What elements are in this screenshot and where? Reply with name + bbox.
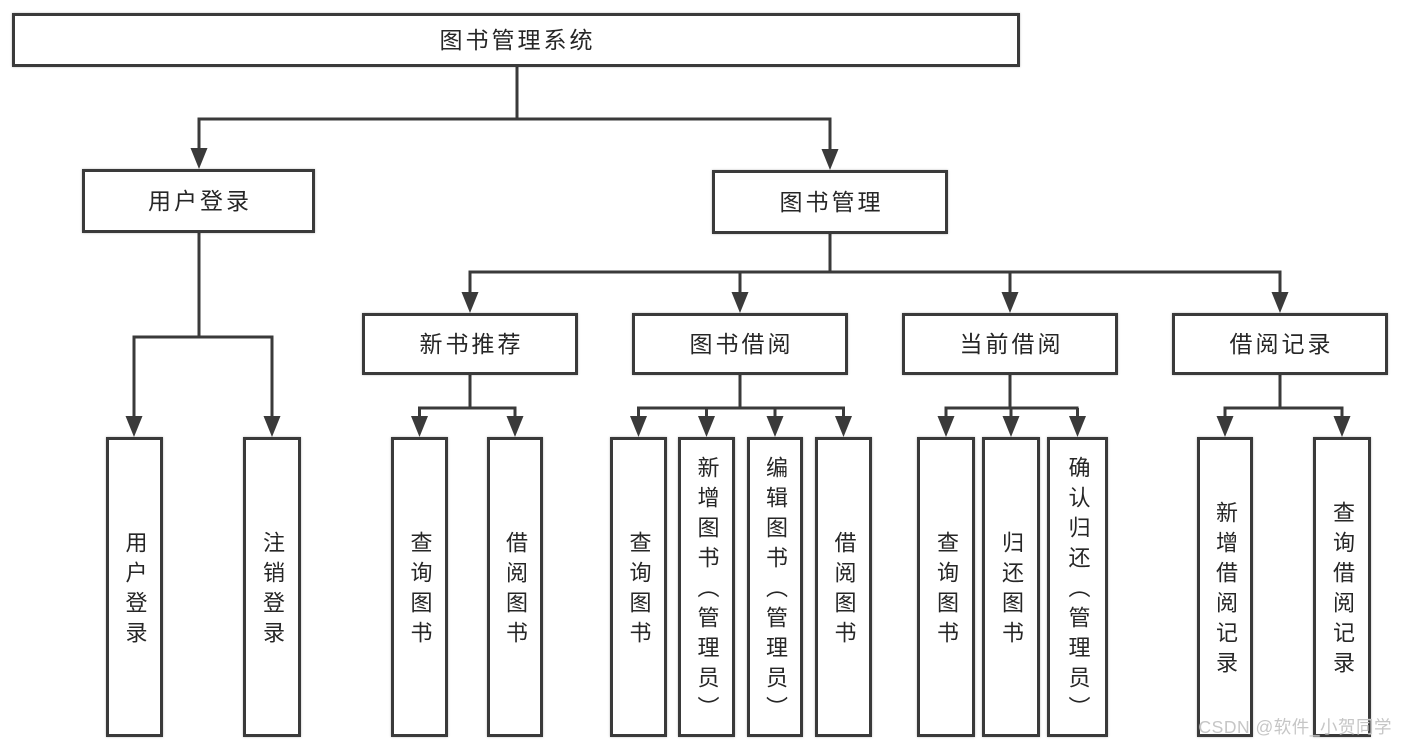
leaf-label: 用户登录: [122, 531, 148, 651]
leaf-query-books-recommend: 查询图书: [391, 437, 448, 737]
arrow-down-icon: [1333, 416, 1351, 437]
leaf-add-borrowing-record: 新增借阅记录: [1197, 437, 1253, 737]
leaf-label: 注销登录: [260, 531, 285, 651]
arrow-down-icon: [190, 148, 208, 169]
node-label: 用户登录: [148, 187, 252, 214]
node-user-login: 用户登录: [82, 169, 315, 233]
node-label: 当前借阅: [959, 330, 1064, 357]
arrow-down-icon: [835, 416, 852, 437]
node-label: 图书借阅: [689, 330, 794, 357]
leaf-label: 借阅图书: [831, 531, 857, 651]
leaf-add-books-admin: 新增图书（管理员）: [678, 437, 735, 737]
leaf-confirm-return-admin: 确认归还（管理员）: [1047, 437, 1108, 737]
arrow-down-icon: [125, 416, 143, 437]
leaf-borrow-books-borrowing: 借阅图书: [815, 437, 872, 737]
arrow-down-icon: [506, 416, 524, 437]
leaf-query-borrowing-record: 查询借阅记录: [1313, 437, 1371, 737]
node-label: 新书推荐: [419, 330, 524, 357]
arrow-down-icon: [411, 416, 428, 437]
leaf-user-login: 用户登录: [106, 437, 163, 737]
node-label: 借阅记录: [1229, 330, 1334, 357]
arrow-down-icon: [766, 416, 784, 437]
leaf-label: 新增图书（管理员）: [694, 456, 720, 726]
arrow-down-icon: [1271, 292, 1289, 313]
arrow-down-icon: [731, 292, 749, 313]
leaf-label: 归还图书: [999, 531, 1024, 651]
leaf-logout-login: 注销登录: [243, 437, 301, 737]
csdn-watermark: CSDN @软件_小贺同学: [1198, 717, 1392, 737]
leaf-borrow-books-recommend: 借阅图书: [487, 437, 543, 737]
arrow-down-icon: [821, 149, 839, 170]
arrow-down-icon: [1002, 416, 1020, 437]
leaf-label: 查询图书: [934, 531, 959, 651]
arrow-down-icon: [937, 416, 955, 437]
arrow-down-icon: [698, 416, 715, 437]
leaf-label: 确认归还（管理员）: [1065, 456, 1091, 726]
leaf-query-books-current: 查询图书: [917, 437, 975, 737]
leaf-label: 新增借阅记录: [1213, 501, 1238, 681]
node-current-borrowing: 当前借阅: [902, 313, 1118, 375]
arrow-down-icon: [1069, 416, 1086, 437]
arrow-down-icon: [630, 416, 647, 437]
leaf-label: 查询图书: [407, 531, 433, 651]
arrow-down-icon: [1001, 292, 1019, 313]
node-new-book-recommend: 新书推荐: [362, 313, 578, 375]
arrow-down-icon: [1216, 416, 1234, 437]
node-book-borrowing: 图书借阅: [632, 313, 848, 375]
leaf-return-books: 归还图书: [982, 437, 1040, 737]
leaf-label: 查询图书: [626, 531, 652, 651]
leaf-label: 查询借阅记录: [1330, 501, 1355, 681]
node-label: 图书管理: [779, 188, 884, 215]
leaf-edit-books-admin: 编辑图书（管理员）: [747, 437, 803, 737]
node-book-management: 图书管理: [712, 170, 948, 234]
arrow-down-icon: [461, 292, 479, 313]
node-label: 图书管理系统: [439, 26, 596, 53]
node-root: 图书管理系统: [12, 13, 1020, 67]
node-borrowing-records: 借阅记录: [1172, 313, 1388, 375]
arrow-down-icon: [263, 416, 281, 437]
leaf-label: 编辑图书（管理员）: [763, 456, 788, 726]
leaf-query-books-borrowing: 查询图书: [610, 437, 667, 737]
leaf-label: 借阅图书: [503, 531, 528, 651]
